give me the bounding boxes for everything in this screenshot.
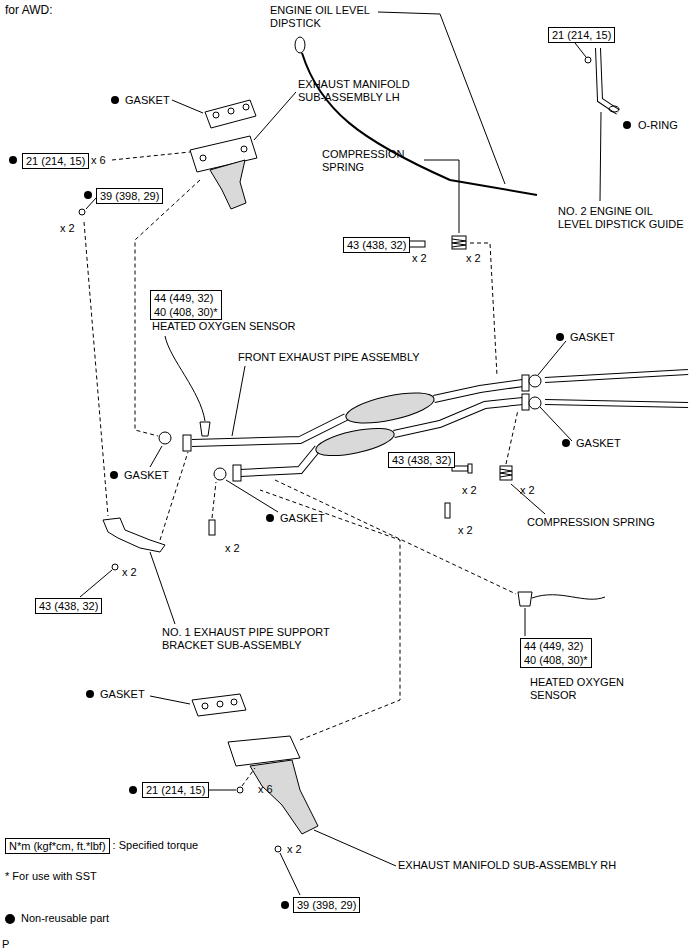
torque-value: 40 (408, 30)* — [524, 653, 588, 667]
quantity-label: x 2 — [60, 222, 75, 235]
torque-box: 39 (398, 29) — [293, 897, 360, 913]
part-label: * For use with SST — [5, 870, 97, 883]
torque-box: 21 (214, 15) — [142, 782, 209, 798]
quantity-label: x 2 — [412, 252, 427, 265]
part-label: P — [2, 938, 9, 951]
part-label: NO. 1 EXHAUST PIPE SUPPORT BRACKET SUB-A… — [162, 626, 377, 652]
torque-box: 39 (398, 29) — [96, 188, 163, 204]
quantity-label: x 2 — [287, 843, 302, 856]
part-label: FRONT EXHAUST PIPE ASSEMBLY — [238, 351, 420, 364]
torque-value: 44 (449, 32) — [524, 639, 588, 653]
torque-box: 43 (438, 32) — [35, 598, 102, 614]
quantity-label: x 6 — [91, 154, 106, 167]
part-label: GASKET — [100, 688, 145, 701]
torque-box: N*m (kgf*cm, ft.*lbf) — [5, 838, 110, 854]
part-label: GASKET — [570, 331, 615, 344]
part-label: : Specified torque — [113, 839, 199, 852]
part-label: COMPRESSION SPRING — [527, 516, 655, 529]
part-label: GASKET — [125, 94, 170, 107]
part-label: ENGINE OIL LEVEL DIPSTICK — [270, 4, 375, 30]
torque-value: N*m (kgf*cm, ft.*lbf) — [9, 839, 106, 853]
quantity-label: x 2 — [466, 252, 481, 265]
torque-value: 44 (449, 32) — [154, 291, 218, 305]
quantity-label: x 2 — [520, 484, 535, 497]
torque-value: 43 (438, 32) — [39, 599, 98, 613]
legend-text: Non-reusable part — [21, 912, 109, 925]
torque-value: 21 (214, 15) — [146, 783, 205, 797]
part-label: HEATED OXYGEN SENSOR — [530, 676, 640, 702]
quantity-label: x 2 — [225, 542, 240, 555]
torque-box: 21 (214, 15) — [548, 27, 615, 43]
torque-value: 39 (398, 29) — [100, 189, 159, 203]
torque-box: 44 (449, 32)40 (408, 30)* — [150, 290, 222, 320]
diagram-title: for AWD: — [5, 3, 53, 17]
torque-value: 43 (438, 32) — [392, 453, 451, 467]
quantity-label: x 6 — [258, 783, 273, 796]
part-label: HEATED OXYGEN SENSOR — [152, 320, 295, 333]
part-label: O-RING — [638, 119, 678, 132]
torque-box: 44 (449, 32)40 (408, 30)* — [520, 638, 592, 668]
part-label: GASKET — [576, 437, 621, 450]
torque-value: 21 (214, 15) — [552, 28, 611, 42]
part-label: NO. 2 ENGINE OIL LEVEL DIPSTICK GUIDE — [558, 205, 684, 231]
part-label: EXHAUST MANIFOLD SUB-ASSEMBLY LH — [298, 78, 423, 104]
legend-swatch — [5, 914, 15, 924]
quantity-label: x 2 — [458, 524, 473, 537]
torque-value: 21 (214, 15) — [26, 154, 85, 168]
part-label: COMPRESSION SPRING — [322, 148, 422, 174]
part-label: EXHAUST MANIFOLD SUB-ASSEMBLY RH — [398, 859, 616, 872]
part-label: GASKET — [280, 512, 325, 525]
torque-box: 43 (438, 32) — [388, 452, 455, 468]
torque-box: 43 (438, 32) — [343, 237, 410, 253]
torque-value: 40 (408, 30)* — [154, 305, 218, 319]
quantity-label: x 2 — [462, 484, 477, 497]
quantity-label: x 2 — [122, 566, 137, 579]
part-label: GASKET — [124, 469, 169, 482]
torque-value: 43 (438, 32) — [347, 238, 406, 252]
torque-value: 39 (398, 29) — [297, 898, 356, 912]
torque-box: 21 (214, 15) — [22, 153, 89, 169]
